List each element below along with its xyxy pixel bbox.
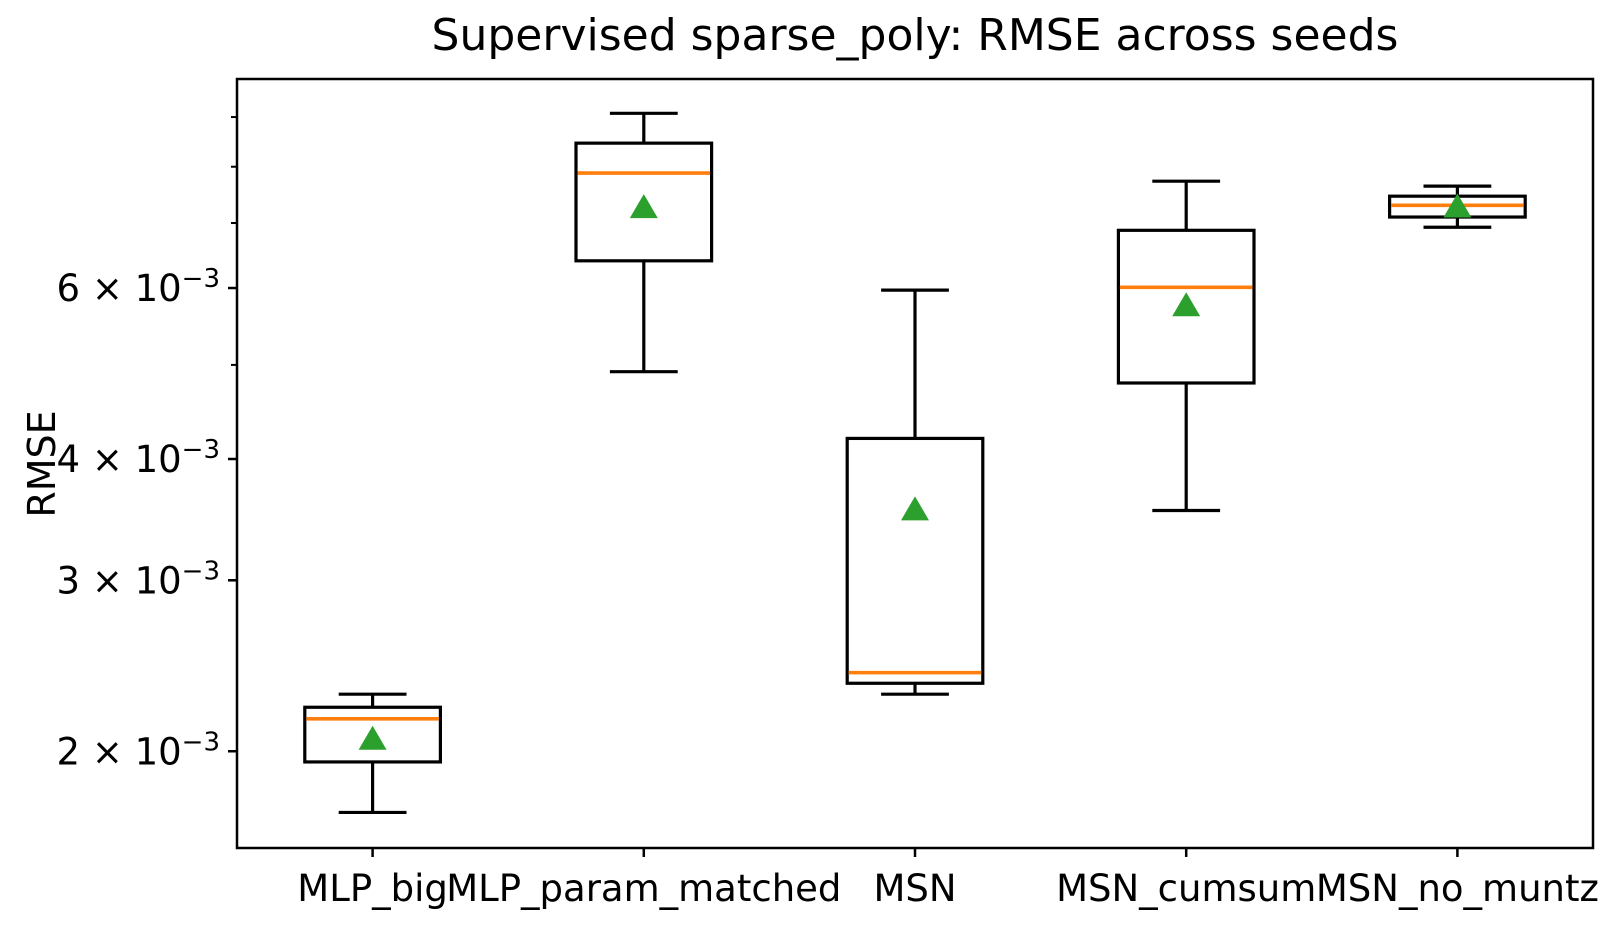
y-tick-label: 6 × 10−3 — [57, 264, 220, 310]
box-rect — [303, 705, 442, 764]
x-tick-label: MSN_cumsum — [1056, 867, 1316, 910]
x-tick-label: MLP_big — [297, 867, 448, 910]
y-tick-label: 3 × 10−3 — [57, 556, 220, 602]
box-MSN_no_muntz — [1387, 184, 1527, 229]
box-rect — [574, 141, 714, 263]
x-tick-label: MLP_param_matched — [446, 867, 841, 910]
box-rect — [1116, 228, 1256, 385]
box-MSN — [845, 288, 985, 696]
chart-title: Supervised sparse_poly: RMSE across seed… — [431, 10, 1399, 61]
box-MLP_big — [303, 692, 442, 815]
mean-marker — [629, 194, 658, 219]
mean-marker — [1443, 193, 1472, 218]
mean-marker — [901, 496, 929, 521]
y-tick-label: 2 × 10−3 — [57, 727, 220, 773]
box-MLP_param_matched — [574, 111, 714, 374]
mean-marker — [358, 725, 387, 750]
box-rect — [845, 436, 985, 685]
box-MSN_cumsum — [1116, 179, 1256, 513]
y-tick-label: 4 × 10−3 — [57, 435, 220, 481]
mean-marker — [1172, 292, 1201, 317]
x-tick-label: MSN — [873, 867, 956, 910]
x-tick-label: MSN_no_muntz — [1316, 867, 1599, 910]
